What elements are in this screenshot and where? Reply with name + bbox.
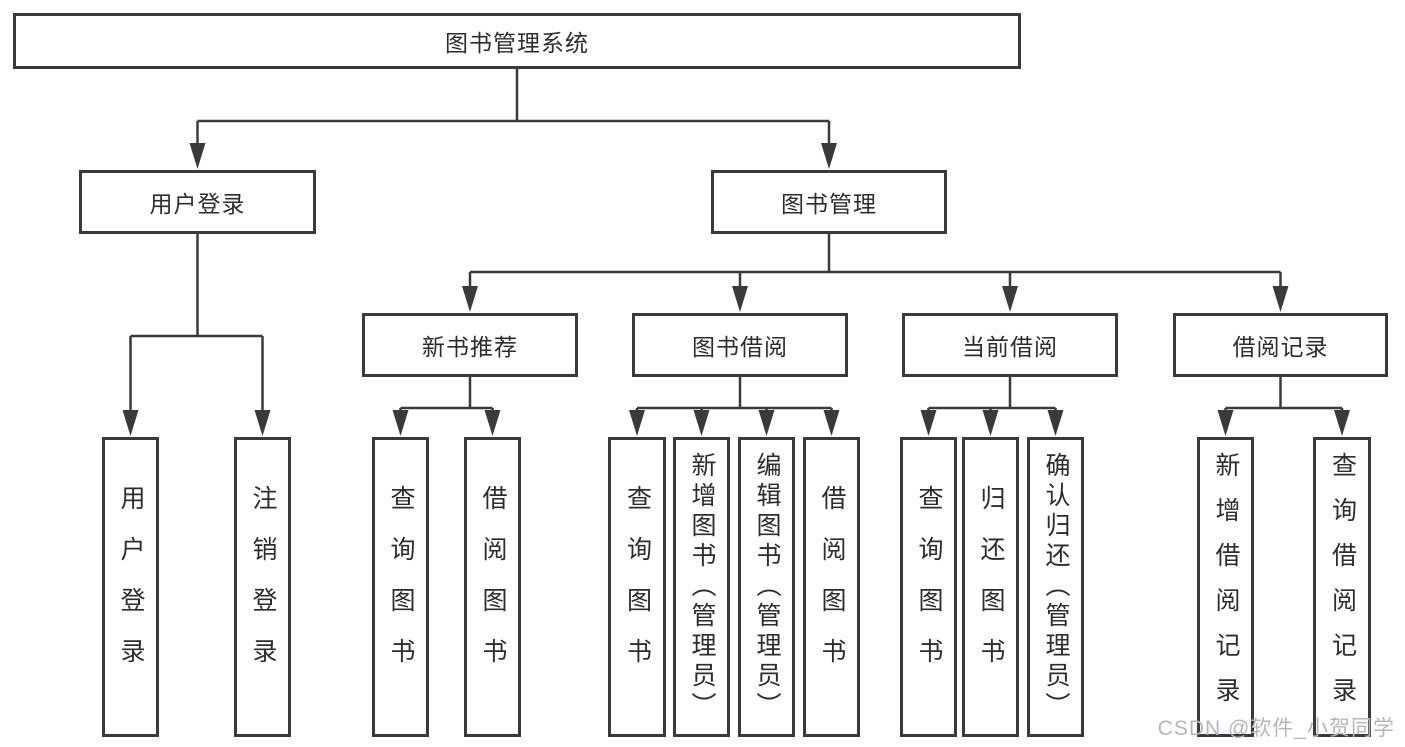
node-leaf-bb-query: 查询图书 — [608, 437, 666, 737]
node-label: 新增借阅记录 — [1212, 452, 1240, 722]
node-label: 当前借阅 — [962, 334, 1058, 360]
node-label: 用户登录 — [117, 485, 145, 689]
node-label: 归还图书 — [977, 485, 1005, 689]
watermark: CSDN @软件_小贺同学 — [1157, 717, 1395, 740]
node-user-login: 用户登录 — [79, 170, 316, 234]
node-label: 图书借阅 — [692, 334, 788, 360]
node-label: 借阅图书 — [479, 485, 507, 689]
node-label: 借阅图书 — [818, 485, 846, 689]
node-label: 图书管理 — [781, 191, 877, 217]
node-label: 查询图书 — [387, 485, 415, 689]
node-current-borrow: 当前借阅 — [902, 313, 1118, 377]
node-leaf-user-login: 用户登录 — [102, 437, 159, 737]
node-leaf-br-add: 新增借阅记录 — [1197, 437, 1254, 737]
node-label: 查询图书 — [623, 485, 652, 689]
node-leaf-bb-edit: 编辑图书（管理员） — [738, 437, 795, 737]
node-leaf-br-query: 查询借阅记录 — [1313, 437, 1371, 737]
node-label: 借阅记录 — [1232, 334, 1329, 360]
node-label: 注销登录 — [249, 485, 277, 689]
node-book-mgmt: 图书管理 — [711, 170, 947, 234]
node-label: 查询图书 — [915, 485, 943, 689]
node-label: 新书推荐 — [422, 334, 518, 360]
node-label: 查询借阅记录 — [1328, 452, 1357, 722]
node-label: 编辑图书（管理员） — [753, 452, 781, 722]
node-leaf-rec-query: 查询图书 — [372, 437, 429, 737]
node-label: 用户登录 — [149, 191, 246, 217]
node-label: 图书管理系统 — [445, 30, 589, 56]
node-label: 确认归还（管理员） — [1042, 452, 1070, 722]
node-borrow-records: 借阅记录 — [1173, 313, 1388, 377]
node-new-book-rec: 新书推荐 — [362, 313, 578, 377]
node-leaf-cb-confirm: 确认归还（管理员） — [1027, 437, 1084, 737]
node-leaf-rec-borrow: 借阅图书 — [464, 437, 521, 737]
node-leaf-cb-return: 归还图书 — [962, 437, 1019, 737]
node-book-borrow: 图书借阅 — [632, 313, 848, 377]
node-leaf-logout: 注销登录 — [234, 437, 291, 737]
node-root: 图书管理系统 — [13, 13, 1021, 69]
node-label: 新增图书（管理员） — [688, 452, 716, 722]
node-leaf-bb-add: 新增图书（管理员） — [673, 437, 730, 737]
node-leaf-cb-query: 查询图书 — [900, 437, 957, 737]
node-leaf-bb-borrow: 借阅图书 — [803, 437, 860, 737]
